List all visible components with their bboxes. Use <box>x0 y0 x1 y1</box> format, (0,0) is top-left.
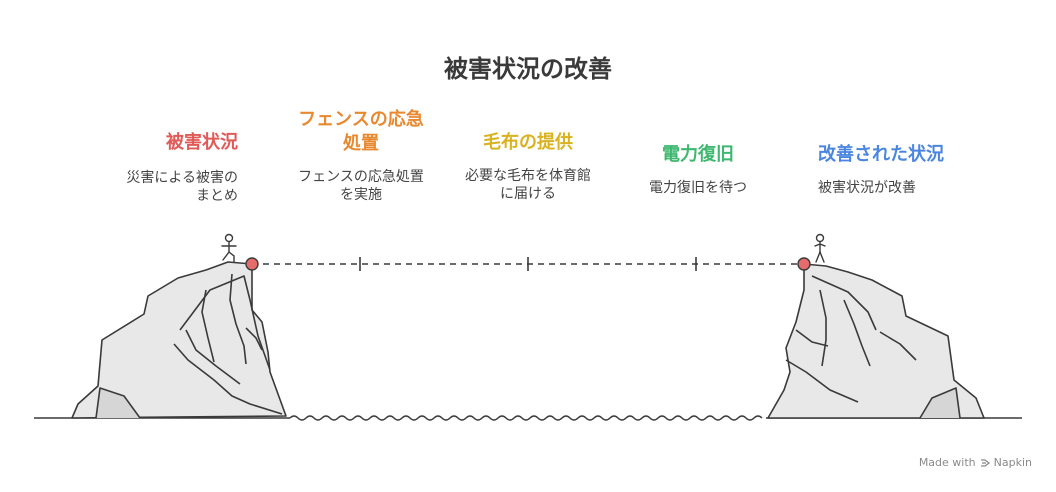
step-heading: 毛布の提供 <box>483 132 573 153</box>
step-description: 必要な毛布を体育館 に届ける <box>465 168 591 202</box>
step-damage: 被害状況 災害による被害の まとめ <box>96 131 238 205</box>
step-power: 電力復旧 電力復旧を待つ <box>620 143 776 197</box>
diagram-title: 被害状況の改善 <box>444 55 612 83</box>
napkin-logo-icon <box>980 458 990 467</box>
bridge-end-dot <box>797 257 811 271</box>
water-waves <box>289 415 763 421</box>
step-description: 災害による被害の まとめ <box>126 170 238 204</box>
brand-name: Napkin <box>993 456 1032 469</box>
right-cliff <box>767 263 985 419</box>
napkin-watermark: Made with Napkin <box>919 456 1032 469</box>
step-heading: 電力復旧 <box>662 144 734 165</box>
made-with-label: Made with <box>918 456 976 469</box>
step-heading: フェンスの応急 処置 <box>298 109 424 154</box>
left-cliff <box>71 261 287 419</box>
step-improved: 改善された状況 被害状況が改善 <box>818 143 1018 197</box>
person-standing-icon <box>814 233 826 263</box>
step-heading: 被害状況 <box>166 132 238 153</box>
step-description: 電力復旧を待つ <box>649 180 747 196</box>
step-fence: フェンスの応急 処置 フェンスの応急処置 を実施 <box>280 108 442 204</box>
step-blanket: 毛布の提供 必要な毛布を体育館 に届ける <box>450 131 606 203</box>
step-description: 被害状況が改善 <box>818 180 916 196</box>
step-heading: 改善された状況 <box>818 144 944 165</box>
step-description: フェンスの応急処置 を実施 <box>298 169 424 203</box>
person-walking-icon <box>221 233 237 263</box>
bridge-start-dot <box>245 257 259 271</box>
